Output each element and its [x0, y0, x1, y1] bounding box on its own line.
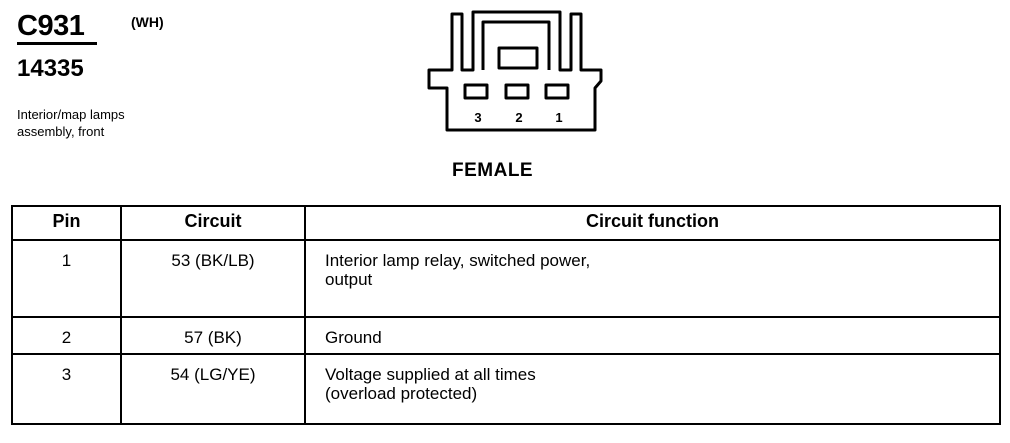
- connector-id-underline: [17, 42, 97, 45]
- description-line-1: Interior/map lamps: [17, 107, 125, 122]
- circuit-function-line: (overload protected): [325, 384, 478, 403]
- circuit-function-line: Voltage supplied at all times: [325, 365, 536, 384]
- circuit-code: 53 (BK/LB): [120, 239, 306, 318]
- circuit-function: Interior lamp relay, switched power, out…: [304, 239, 1001, 318]
- cavity-number-3: 3: [474, 110, 481, 125]
- header-circuit-function: Circuit function: [304, 205, 1001, 241]
- pin-number: 1: [11, 239, 122, 318]
- pin-number: 2: [11, 316, 122, 355]
- cavity-number-1: 1: [555, 110, 562, 125]
- circuit-code: 54 (LG/YE): [120, 353, 306, 425]
- connector-description: Interior/map lamps assembly, front: [17, 106, 197, 140]
- circuit-function-line: output: [325, 270, 373, 289]
- circuit-code: 57 (BK): [120, 316, 306, 355]
- cavity-1: [544, 83, 570, 100]
- part-number: 14335: [17, 55, 84, 82]
- connector-color: (WH): [131, 14, 164, 30]
- description-line-2: assembly, front: [17, 124, 105, 139]
- connector-id: C931: [17, 10, 85, 42]
- locking-tab-outline: [481, 20, 551, 70]
- header-circuit: Circuit: [120, 205, 306, 241]
- circuit-function: Voltage supplied at all times (overload …: [304, 353, 1001, 425]
- header-pin: Pin: [11, 205, 122, 241]
- table-row: 3 54 (LG/YE) Voltage supplied at all tim…: [11, 353, 1001, 425]
- pin-number: 3: [11, 353, 122, 425]
- table-row: 1 53 (BK/LB) Interior lamp relay, switch…: [11, 239, 1001, 318]
- pinout-table: Pin Circuit Circuit function 1 53 (BK/LB…: [11, 205, 1001, 425]
- circuit-function-line: Ground: [325, 328, 382, 347]
- cavity-number-2: 2: [515, 110, 522, 125]
- connector-gender: FEMALE: [452, 160, 534, 181]
- cavity-3: [463, 83, 489, 100]
- table-header-row: Pin Circuit Circuit function: [11, 205, 1001, 241]
- circuit-function: Ground: [304, 316, 1001, 355]
- table-row: 2 57 (BK) Ground: [11, 316, 1001, 355]
- locking-tab-window: [497, 46, 539, 70]
- cavity-2: [504, 83, 530, 100]
- connector-face-diagram: 3 2 1: [427, 10, 603, 132]
- circuit-function-line: Interior lamp relay, switched power,: [325, 251, 591, 270]
- connector-body-outline: [427, 10, 603, 132]
